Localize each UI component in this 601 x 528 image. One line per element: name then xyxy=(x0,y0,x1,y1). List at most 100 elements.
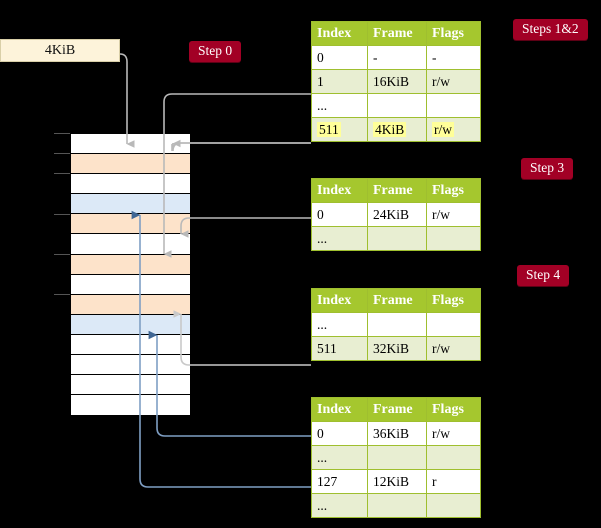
table-row: 511 4KiB r/w xyxy=(311,117,481,142)
memory-tick xyxy=(54,173,70,174)
memory-frame-row xyxy=(71,214,190,235)
cell-frame xyxy=(367,312,427,337)
table-row: ... xyxy=(311,93,481,118)
cell-index: 1 xyxy=(311,69,368,94)
table-header-row: Index Frame Flags xyxy=(311,397,481,422)
wire-level2-to-memory xyxy=(173,310,311,366)
table-header-row: Index Frame Flags xyxy=(311,178,481,203)
highlighted-value: 511 xyxy=(317,121,341,137)
col-header-flags: Flags xyxy=(426,21,481,46)
cell-flags xyxy=(426,226,481,251)
cell-index: 0 xyxy=(311,45,368,70)
table-row: ... xyxy=(311,493,481,518)
cell-index: 511 xyxy=(311,336,368,361)
col-header-frame: Frame xyxy=(367,178,427,203)
physical-memory-grid xyxy=(70,133,191,417)
wire-level1-to-memory xyxy=(180,217,311,238)
cell-flags: r/w xyxy=(426,336,481,361)
cell-index: ... xyxy=(311,226,368,251)
cell-frame: 36KiB xyxy=(367,421,427,446)
col-header-frame: Frame xyxy=(367,397,427,422)
memory-frame-row xyxy=(71,274,190,295)
badge-step-3: Step 3 xyxy=(521,158,574,179)
cell-index: ... xyxy=(311,445,368,470)
cell-index: 127 xyxy=(311,469,368,494)
cell-flags xyxy=(426,312,481,337)
badge-step-4: Step 4 xyxy=(517,265,570,286)
cell-frame xyxy=(367,493,427,518)
cell-frame: 24KiB xyxy=(367,202,427,227)
memory-frame-row xyxy=(71,254,190,275)
cell-index: ... xyxy=(311,493,368,518)
table-header-row: Index Frame Flags xyxy=(311,21,481,46)
memory-tick xyxy=(54,214,70,215)
page-size-box: 4KiB xyxy=(0,39,120,62)
col-header-index: Index xyxy=(311,21,368,46)
badge-step-0: Step 0 xyxy=(189,41,242,62)
cell-flags xyxy=(426,93,481,118)
badge-steps-1-2-label: Steps 1&2 xyxy=(522,21,579,36)
cell-frame xyxy=(367,93,427,118)
cell-frame: - xyxy=(367,45,427,70)
cell-frame xyxy=(367,445,427,470)
col-header-frame: Frame xyxy=(367,21,427,46)
memory-frame-row xyxy=(71,395,190,416)
cell-flags: r/w xyxy=(426,421,481,446)
memory-frame-row xyxy=(71,355,190,376)
memory-frame-row xyxy=(71,334,190,356)
cell-index: 0 xyxy=(311,421,368,446)
memory-frame-row xyxy=(71,294,190,315)
highlighted-value: 4KiB xyxy=(373,121,407,137)
cell-flags: r/w xyxy=(426,69,481,94)
badge-step-4-label: Step 4 xyxy=(526,267,561,282)
col-header-flags: Flags xyxy=(426,178,481,203)
memory-tick xyxy=(54,133,70,134)
col-header-flags: Flags xyxy=(426,288,481,313)
col-header-flags: Flags xyxy=(426,397,481,422)
memory-tick xyxy=(54,254,70,255)
memory-frame-row xyxy=(71,134,190,155)
wire-level0-511-seg xyxy=(171,142,311,152)
cell-flags: r/w xyxy=(426,117,481,142)
cell-frame: 4KiB xyxy=(367,117,427,142)
table-header-row: Index Frame Flags xyxy=(311,288,481,313)
memory-frame-row xyxy=(71,375,190,396)
cell-flags: r/w xyxy=(426,202,481,227)
col-header-index: Index xyxy=(311,397,368,422)
highlighted-value: r/w xyxy=(432,121,454,137)
badge-step-0-label: Step 0 xyxy=(198,43,233,58)
col-header-frame: Frame xyxy=(367,288,427,313)
cell-index: 0 xyxy=(311,202,368,227)
cell-frame xyxy=(367,226,427,251)
cell-index: ... xyxy=(311,312,368,337)
table-row: ... xyxy=(311,445,481,470)
wire-pagebox-to-memory xyxy=(119,53,135,148)
table-row: 0-- xyxy=(311,45,481,70)
memory-frame-row xyxy=(71,174,190,195)
cell-flags xyxy=(426,445,481,470)
memory-frame-row xyxy=(71,314,190,335)
memory-tick xyxy=(54,294,70,295)
cell-frame: 32KiB xyxy=(367,336,427,361)
cell-frame: 12KiB xyxy=(367,469,427,494)
badge-steps-1-2: Steps 1&2 xyxy=(513,19,588,40)
memory-tick xyxy=(54,153,70,154)
badge-step-3-label: Step 3 xyxy=(530,160,565,175)
cell-frame: 16KiB xyxy=(367,69,427,94)
table-row: ... xyxy=(311,312,481,337)
wire-level0-511 xyxy=(172,142,311,152)
memory-frame-row xyxy=(71,154,190,175)
